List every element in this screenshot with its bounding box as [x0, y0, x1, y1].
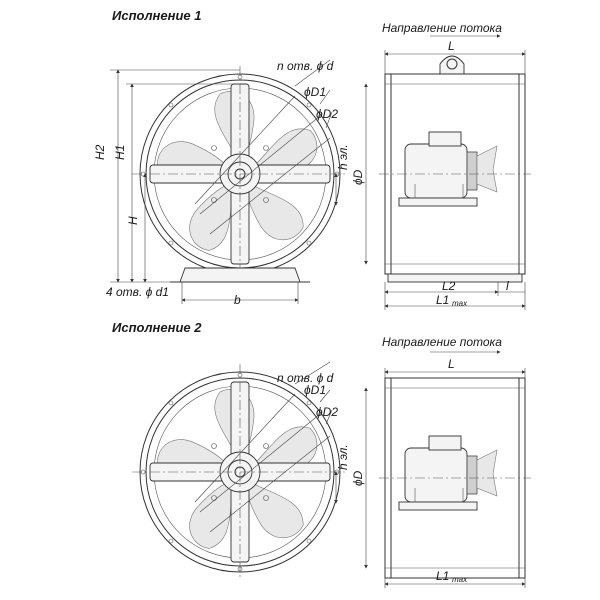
variant2-flow-direction: Направление потока: [382, 335, 502, 349]
variant2-front-view: [131, 361, 349, 581]
variant1-label-H2: H2: [93, 144, 107, 160]
variant1-front-view: [110, 59, 349, 304]
variant1-label-four-holes: 4 отв. ϕ d1: [106, 285, 169, 299]
variant1-label-L2: L2: [442, 279, 456, 293]
variant1-label-D1: ϕD1: [304, 85, 326, 99]
variant1-label-D: ϕD: [351, 169, 365, 185]
variant2-label-D: ϕD: [351, 470, 365, 486]
variant2-drawing: Исполнение 2 Направление потока n отв. ϕ…: [112, 320, 532, 588]
variant1-side-view: [364, 34, 532, 310]
variant1-drawing: Исполнение 1 Направление потока: [93, 8, 532, 310]
variant2-label-L1: L1: [436, 569, 449, 583]
variant1-label-D2: ϕD2: [316, 107, 338, 121]
variant1-label-H1: H1: [113, 145, 127, 160]
variant2-label-L: L: [448, 357, 455, 371]
variant1-flow-direction: Направление потока: [382, 21, 502, 35]
variant2-label-n-holes: n отв. ϕ d: [277, 371, 334, 385]
variant1-label-l: l: [506, 279, 509, 293]
variant2-label-max: max: [452, 575, 468, 584]
variant2-label-D2: ϕD2: [316, 405, 338, 419]
variant2-title: Исполнение 2: [112, 320, 202, 335]
variant1-label-n-holes: n отв. ϕ d: [277, 59, 334, 73]
variant1-label-L: L: [448, 39, 455, 53]
variant2-side-view: [364, 350, 532, 588]
variant1-label-max: max: [452, 299, 468, 308]
variant2-label-h-el: h эл.: [336, 444, 350, 470]
variant1-label-L1: L1: [436, 293, 449, 307]
variant1-label-h-el: h эл.: [336, 144, 350, 170]
variant1-label-b: b: [234, 293, 241, 307]
variant1-label-H: H: [126, 216, 140, 225]
variant2-label-D1: ϕD1: [304, 383, 326, 397]
variant1-title: Исполнение 1: [112, 8, 202, 23]
